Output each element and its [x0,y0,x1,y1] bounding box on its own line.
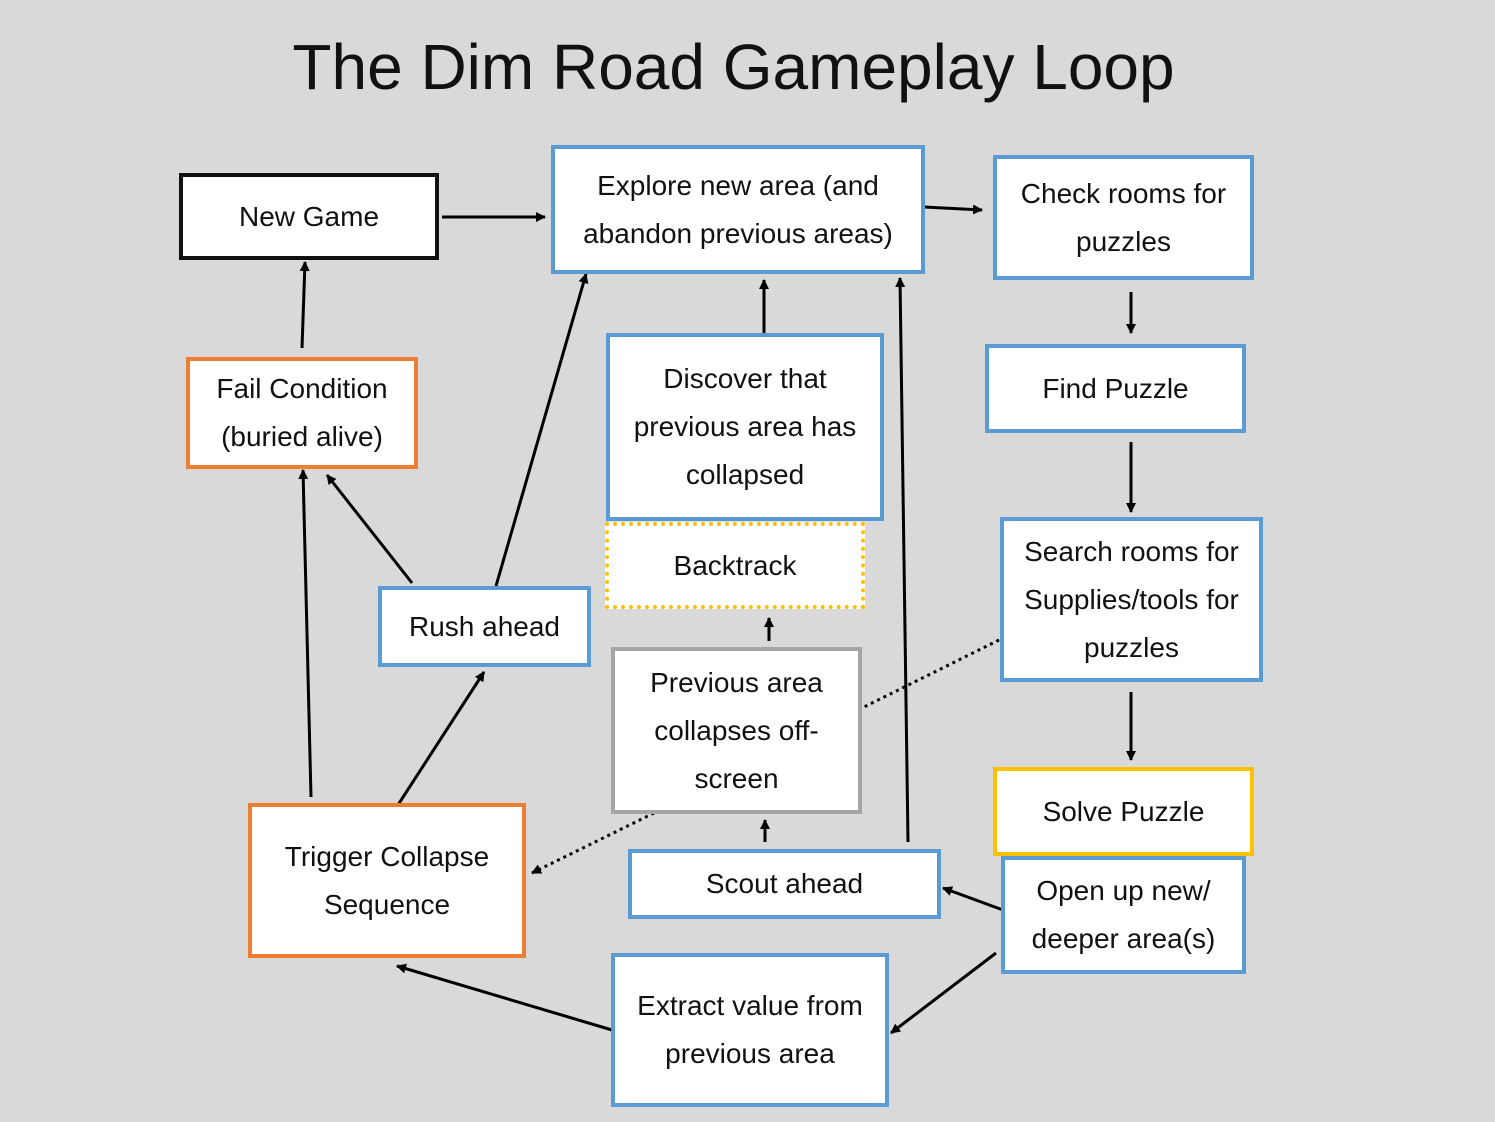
node-scout-ahead: Scout ahead [628,849,941,919]
node-discover-collapse: Discover that previous area has collapse… [606,333,884,521]
node-previous-area-collapses-label: Previous area collapses off-screen [650,666,823,794]
node-open-up-areas: Open up new/ deeper area(s) [1001,856,1246,974]
arrow-open-to-scout [942,886,1004,912]
node-check-rooms: Check rooms for puzzles [993,155,1254,280]
node-solve-puzzle-label: Solve Puzzle [1042,795,1205,827]
node-search-rooms: Search rooms for Supplies/tools for puzz… [1000,517,1263,682]
node-fail-condition-label: Fail Condition (buried alive) [216,373,388,452]
node-check-rooms-label: Check rooms for puzzles [1020,177,1227,257]
node-search-rooms-label: Search rooms for Supplies/tools for puzz… [1024,535,1239,663]
arrow-rush-to-fail [325,474,414,584]
arrow-explore-to-check [923,204,983,215]
node-new-game-label: New Game [238,200,380,232]
arrow-rush-to-explore [494,273,589,587]
node-solve-puzzle: Solve Puzzle [993,767,1254,856]
node-new-game: New Game [179,173,439,260]
node-backtrack: Backtrack [605,522,865,609]
node-explore-new-area: Explore new area (and abandon previous a… [551,145,925,274]
arrow-fail-to-newgame [299,261,310,349]
node-rush-ahead-label: Rush ahead [408,610,560,642]
node-previous-area-collapses: Previous area collapses off-screen [611,647,862,814]
dotted-search-to-prevcollapse [861,638,1000,710]
node-find-puzzle-label: Find Puzzle [1042,372,1189,404]
node-find-puzzle: Find Puzzle [985,344,1246,433]
arrow-open-to-extract [890,951,997,1035]
node-trigger-collapse-label: Trigger Collapse Sequence [284,840,490,920]
arrow-extract-to-trigger [396,963,613,1032]
node-rush-ahead: Rush ahead [378,586,591,667]
node-open-up-areas-label: Open up new/ deeper area(s) [1031,875,1216,954]
node-backtrack-label: Backtrack [673,549,797,581]
node-fail-condition: Fail Condition (buried alive) [186,357,418,469]
diagram-title: The Dim Road Gameplay Loop [292,31,1175,103]
arrow-scout-to-explore [895,277,910,843]
node-discover-collapse-label: Discover that previous area has collapse… [633,363,857,490]
node-trigger-collapse: Trigger Collapse Sequence [248,803,526,958]
node-extract-value-label: Extract value from previous area [637,990,863,1069]
dotted-prevcollapse-to-trigger [531,811,655,875]
node-explore-new-area-label: Explore new area (and abandon previous a… [583,169,893,249]
arrow-trigger-to-rush [394,671,486,809]
node-extract-value: Extract value from previous area [611,953,889,1107]
arrow-trigger-to-fail [298,469,313,798]
node-scout-ahead-label: Scout ahead [705,868,864,899]
